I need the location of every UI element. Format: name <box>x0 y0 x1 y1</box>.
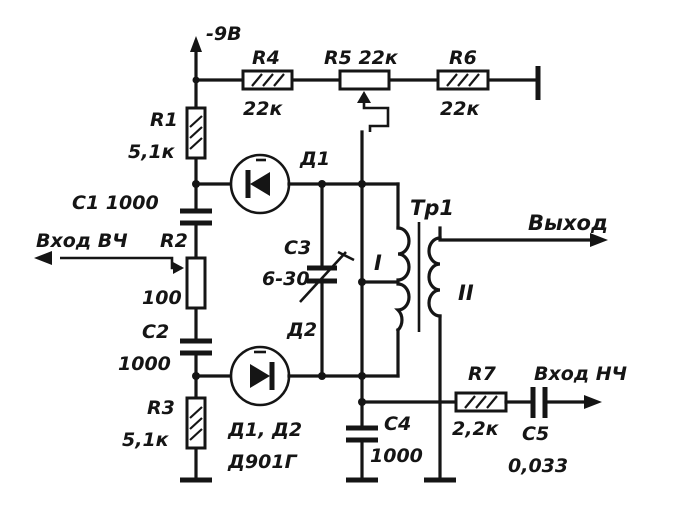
resistor-r4 <box>241 69 294 91</box>
c4-name: С4 <box>384 413 411 435</box>
c5-value: 0,033 <box>508 455 568 477</box>
winding-i-label: I <box>374 251 382 275</box>
resistor-r7 <box>360 391 532 413</box>
supply-terminal <box>190 36 202 82</box>
diodes-type: Д901Г <box>227 451 298 473</box>
r6-value: 22к <box>440 98 480 120</box>
winding-ii-label: II <box>458 281 474 305</box>
supply-label: -9В <box>206 23 242 45</box>
r3-name: R3 <box>147 397 175 419</box>
output-terminal <box>438 233 608 247</box>
c3-name: С3 <box>284 237 311 259</box>
potentiometer-r5 <box>338 69 391 132</box>
r1-name: R1 <box>150 109 178 131</box>
r6-name: R6 <box>449 47 477 69</box>
r4-value: 22к <box>243 98 283 120</box>
diode-d2 <box>194 345 364 407</box>
c1-label: С1 1000 <box>72 192 159 214</box>
trimmer-capacitor-c3 <box>299 182 355 378</box>
transformer-tr1 <box>360 182 456 483</box>
c2-name: С2 <box>142 321 169 343</box>
capacitor-c4 <box>346 425 378 483</box>
centre-tap-line <box>358 130 400 428</box>
capacitor-c1 <box>180 208 212 226</box>
c2-value: 1000 <box>118 353 171 375</box>
diode-d1 <box>194 153 400 215</box>
d1-name: Д1 <box>299 148 330 170</box>
input-af-label: Вход НЧ <box>534 363 627 385</box>
r7-value: 2,2к <box>452 418 500 440</box>
diodes-label: Д1, Д2 <box>227 419 302 441</box>
r7-name: R7 <box>468 363 497 385</box>
r5-label: R5 22к <box>324 47 399 69</box>
resistor-r6 <box>436 69 490 91</box>
r2-name: R2 <box>160 230 188 252</box>
r4-name: R4 <box>252 47 280 69</box>
potentiometer-r2 <box>34 251 207 310</box>
r2-value: 100 <box>142 287 182 309</box>
c5-name: С5 <box>522 423 549 445</box>
output-label: Выход <box>528 211 608 235</box>
r1-value: 5,1к <box>128 141 176 163</box>
c4-value: 1000 <box>370 445 423 467</box>
input-rf-label: Вход ВЧ <box>36 230 128 252</box>
resistor-r3 <box>185 396 207 450</box>
capacitor-c5 <box>530 387 602 418</box>
d2-name: Д2 <box>286 319 317 341</box>
c3-value: 6-30 <box>262 268 310 290</box>
resistor-r1 <box>185 106 207 160</box>
tr1-name: Тр1 <box>410 196 454 220</box>
capacitor-c2 <box>180 338 212 356</box>
r3-value: 5,1к <box>122 429 170 451</box>
